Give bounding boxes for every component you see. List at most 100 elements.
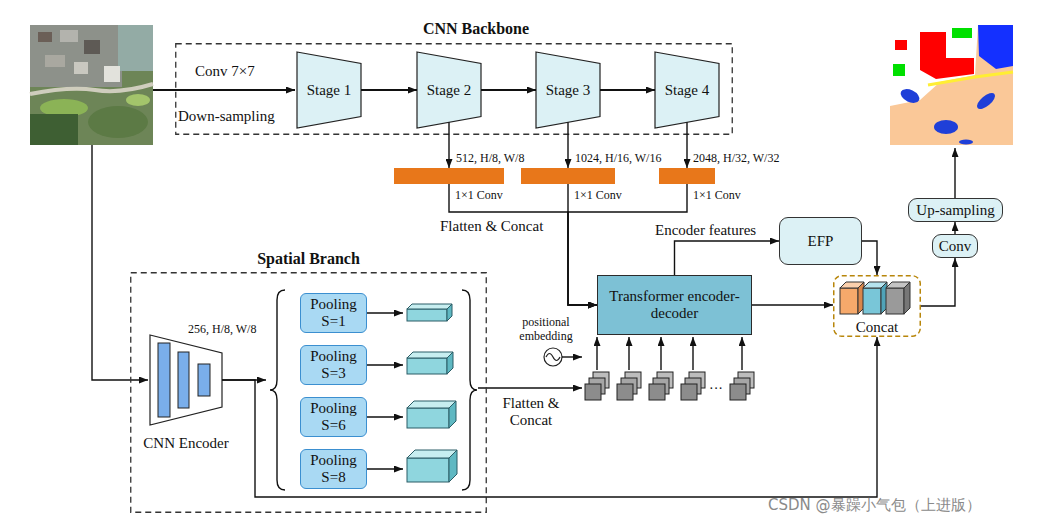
cube-face <box>407 408 449 428</box>
encoder-layer <box>198 364 210 396</box>
cube-face <box>863 288 881 314</box>
output-arrow <box>954 148 955 198</box>
pool-arrow <box>367 416 403 417</box>
node-text: Pooling S=3 <box>304 348 363 382</box>
encoder-layer <box>158 343 170 417</box>
concat-box: Concat <box>833 275 921 337</box>
stage-block: Stage 4 <box>655 52 719 128</box>
image-roof <box>84 40 100 54</box>
map-vegetation <box>893 64 905 76</box>
token-arrow <box>628 337 629 370</box>
image-pond <box>118 25 153 71</box>
image-road <box>30 84 153 94</box>
map-water <box>959 140 973 145</box>
cube-face <box>886 288 904 314</box>
process-box: Conv <box>932 234 978 258</box>
cube-face <box>840 288 858 314</box>
group-box: Spatial BranchCNN EncoderPooling S=1Pool… <box>130 272 487 513</box>
token <box>617 384 633 400</box>
process-box: Up-sampling <box>908 198 1003 222</box>
pool-arrow <box>367 364 403 365</box>
annotation-text: Flatten & Concat <box>492 395 570 429</box>
map-region <box>978 25 1013 69</box>
node-text: Transformer encoder-decoder <box>598 288 751 322</box>
edge-label: 512, H/8, W/8 <box>456 150 524 167</box>
cube-face <box>447 304 452 321</box>
conv-bar: 1×1 Conv <box>394 168 504 184</box>
cube-face <box>407 304 452 309</box>
transformer-box: Transformer encoder-decoder <box>597 275 752 335</box>
map-background <box>890 25 1013 145</box>
cube-face <box>407 309 447 321</box>
dashed-border <box>834 276 921 337</box>
cube-face <box>447 352 453 374</box>
stage-block: Stage 3 <box>536 52 600 128</box>
connector-arrow <box>222 337 877 497</box>
connector-arrow <box>921 258 955 306</box>
connector-arrow <box>954 222 955 234</box>
annotation-text: CSDN @暴躁小气包（上进版） <box>768 497 981 514</box>
pooling-box: Pooling S=3 <box>300 345 367 385</box>
node-outline <box>150 335 222 425</box>
map-water <box>934 120 958 134</box>
connector-arrow <box>568 184 687 305</box>
cube-face <box>904 282 910 314</box>
map-building <box>920 32 974 79</box>
annotation-text: Conv 7×7 <box>195 63 255 80</box>
stage-block: Stage 1 <box>297 52 361 128</box>
map-water <box>974 90 997 112</box>
annotation-text: Flatten & Concat <box>440 218 543 235</box>
positional-arrow <box>562 356 582 357</box>
node-text: EFP <box>808 233 834 250</box>
node-text: Stage 2 <box>427 82 472 99</box>
encoder-block: CNN Encoder <box>150 335 222 425</box>
pool-arrow <box>367 468 403 469</box>
pooled-feature-cubes <box>407 304 457 482</box>
edge-label: 2048, H/32, W/32 <box>693 150 779 167</box>
token <box>585 384 601 400</box>
node-text: 1×1 Conv <box>455 187 503 204</box>
map-water <box>898 86 921 105</box>
trapezoid-shape <box>297 52 361 128</box>
trapezoid-shape <box>536 52 600 128</box>
map-region <box>890 25 978 106</box>
cube-face <box>407 458 449 482</box>
annotation-text: ··· <box>709 380 723 397</box>
token <box>681 384 697 400</box>
annotation-text: 256, H/8, W/8 <box>188 321 256 338</box>
node-text: Concat <box>833 319 921 336</box>
connector-arrow <box>448 122 449 168</box>
image-roof <box>104 66 120 82</box>
trapezoid-shape <box>417 52 481 128</box>
image-roof <box>45 55 65 67</box>
connector-arrow <box>567 122 568 168</box>
node-text: Up-sampling <box>916 202 994 219</box>
conv-bar: 1×1 Conv <box>521 168 615 184</box>
token-arrow <box>741 337 742 370</box>
annotation-text: positional embedding <box>510 315 582 343</box>
image-trees <box>88 106 148 138</box>
edge-label: Encoder features <box>655 222 756 239</box>
annotation-text: Down-sampling <box>178 108 275 125</box>
cube-face <box>407 401 456 408</box>
connector-arrow <box>568 184 597 305</box>
input-arrow <box>153 89 295 91</box>
encoder-layer <box>178 352 189 408</box>
node-text: Stage 3 <box>546 82 591 99</box>
image-field <box>126 94 150 106</box>
image-roof <box>60 30 78 42</box>
stage-block: Stage 2 <box>417 52 481 128</box>
dashed-border <box>131 273 487 513</box>
token-arrow <box>692 337 693 370</box>
map-building <box>895 40 907 50</box>
connector-arrow <box>600 89 655 91</box>
node-text: Stage 4 <box>665 82 710 99</box>
cube-face <box>449 450 457 482</box>
node-text: Pooling S=1 <box>304 296 363 330</box>
image-ground <box>30 25 153 145</box>
node-text: 1×1 Conv <box>574 187 622 204</box>
right-brace <box>462 290 477 490</box>
trapezoid-shape <box>655 52 719 128</box>
positional-symbol <box>544 348 562 366</box>
node-text: CNN Encoder <box>126 435 246 452</box>
